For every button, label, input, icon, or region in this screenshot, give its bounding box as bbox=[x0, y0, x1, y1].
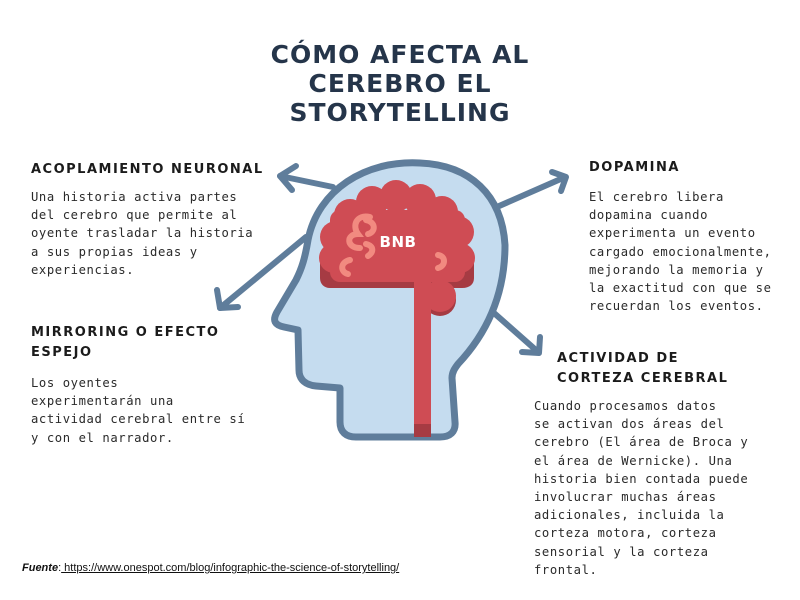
source-label: Fuente bbox=[22, 562, 59, 574]
source-separator: : bbox=[58, 562, 62, 574]
heading-mirroring-line-1: MIRRORING O EFECTO bbox=[31, 325, 220, 340]
title-line-3: STORYTELLING bbox=[289, 98, 511, 127]
arrow-icon-acoplamiento bbox=[277, 163, 336, 193]
text-mirroring: Los oyentes experimentarán una actividad… bbox=[31, 376, 246, 445]
heading-corteza-line-1: ACTIVIDAD DE bbox=[557, 351, 680, 366]
source-citation: Fuente: https://www.onespot.com/blog/inf… bbox=[22, 562, 399, 574]
heading-acoplamiento: ACOPLAMIENTO NEURONAL bbox=[31, 162, 264, 177]
heading-corteza-line-2: CORTEZA CEREBRAL bbox=[557, 371, 729, 386]
text-acoplamiento: Una historia activa partes del cerebro q… bbox=[31, 190, 254, 277]
arrow-icon-dopamina bbox=[487, 169, 569, 213]
text-corteza: Cuando procesamos datos se activan dos á… bbox=[534, 399, 749, 577]
heading-corteza: ACTIVIDAD DE CORTEZA CEREBRAL bbox=[557, 349, 728, 389]
heading-mirroring: MIRRORING O EFECTO ESPEJO bbox=[31, 323, 219, 363]
brand-logo: BNB bbox=[380, 233, 417, 251]
arrow-icon-mirroring bbox=[214, 234, 309, 311]
brain-folds bbox=[339, 213, 447, 277]
arrow-icon-corteza bbox=[491, 310, 543, 356]
heading-mirroring-line-2: ESPEJO bbox=[31, 345, 93, 360]
title-line-2: CEREBRO EL bbox=[308, 69, 492, 98]
source-link[interactable]: https://www.onespot.com/blog/infographic… bbox=[61, 562, 400, 574]
page-title: CÓMO AFECTA AL CEREBRO EL STORYTELLING bbox=[250, 40, 550, 127]
text-dopamina: El cerebro libera dopamina cuando experi… bbox=[589, 190, 772, 314]
heading-dopamina: DOPAMINA bbox=[589, 160, 680, 175]
title-line-1: CÓMO AFECTA AL bbox=[270, 40, 530, 69]
